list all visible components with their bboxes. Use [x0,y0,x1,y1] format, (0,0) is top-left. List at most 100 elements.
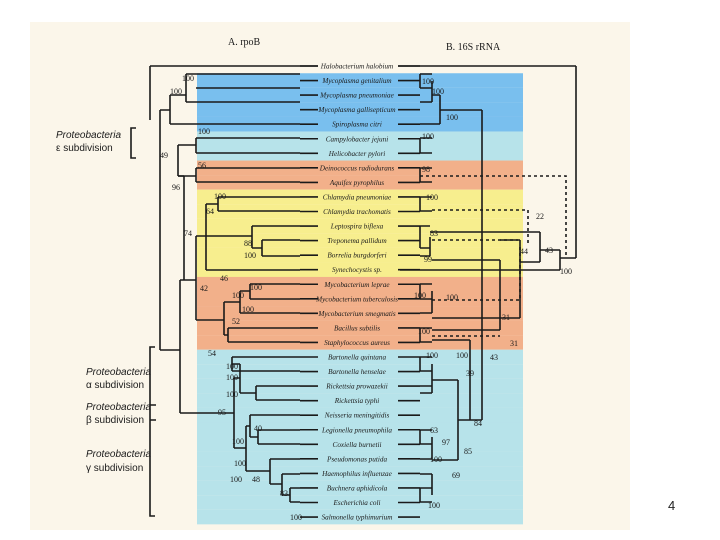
band-row [197,437,523,452]
left-bootstrap-value: 88 [244,239,252,248]
branch [159,109,170,160]
left-bootstrap-value: 100 [232,437,244,446]
taxon-label: Chlamydia trachomatis [323,208,391,216]
group-gamma-line1: Proteobacteria [86,449,151,460]
taxon-label: Mycoplasma gallisepticum [317,106,395,114]
branch [195,167,300,183]
right-bootstrap-value: 97 [442,438,450,447]
branch [149,65,318,120]
left-bootstrap-value: 100 [226,373,238,382]
band-row [197,116,523,132]
taxon-label: Buchnera aphidicola [327,484,388,492]
right-bootstrap-value: 39 [466,369,474,378]
left-bootstrap-value: 100 [242,305,254,314]
taxon-label: Pseudomonas putida [326,455,387,463]
band-row [197,218,523,234]
branch [419,137,432,154]
right-bootstrap-value: 85 [464,447,472,456]
branch [195,235,224,321]
branch [179,279,234,414]
right-bootstrap-value: 100 [432,87,444,96]
band-row [197,378,523,394]
band-row [197,509,523,525]
left-bootstrap-value: 100 [232,291,244,300]
taxon-label: Coxiella burnetii [333,441,382,449]
right-bootstrap-value: 100 [446,113,458,122]
band-row [197,73,523,88]
group-alpha-line2: α subdivision [86,380,144,391]
group-alpha-line1: Proteobacteria [86,367,151,378]
left-bootstrap-value: 46 [220,274,228,283]
band-row [197,349,523,365]
taxon-label: Mycobacterium tuberculosis [315,295,398,303]
right-bootstrap-value: 100 [418,327,430,336]
right-bootstrap-value: 31 [510,339,518,348]
branch [420,175,567,256]
band-row [197,262,523,277]
right-bootstrap-value: 43 [545,246,553,255]
page-number: 4 [668,498,675,513]
taxon-label: Leptospira biflexa [330,223,384,231]
taxon-label: Legionella pneumophila [321,426,392,434]
band-row [197,407,523,423]
band-row [197,233,523,248]
right-bootstrap-value: 100 [422,132,434,141]
taxon-label: Escherichia coli [333,499,381,507]
color-bands [197,73,523,525]
group-epsilon: Proteobacteria ε subdivision [56,127,136,159]
branch [419,196,432,212]
right-bootstrap-value: 100 [426,351,438,360]
right-bootstrap-value: 43 [490,353,498,362]
band-row [197,393,523,408]
left-bootstrap-value: 95 [218,408,226,417]
taxon-label: Haemophilus influenzae [321,470,392,478]
taxon-label: Campylobacter jejuni [326,135,388,143]
branch [432,209,529,246]
band-row [197,276,523,292]
right-bootstrap-value: 84 [474,419,482,428]
left-bootstrap-value: 42 [200,284,208,293]
left-bootstrap-value: 100 [198,127,210,136]
group-epsilon-line2: ε subdivision [56,143,113,154]
left-bootstrap-value: 100 [226,362,238,371]
right-tree-title: B. 16S rRNA [446,42,501,53]
group-gamma-line2: γ subdivision [86,463,143,474]
branch [400,231,561,271]
left-bootstrap-value: 52 [232,317,240,326]
taxon-label: Staphylococcus aureus [324,339,390,347]
left-bootstrap-value: 74 [184,229,192,238]
right-bootstrap-value: 100 [414,291,426,300]
branch [177,144,196,177]
branch [223,301,300,343]
left-bootstrap-value: 64 [206,207,214,216]
right-bootstrap-value: 100 [560,267,572,276]
taxon-label: Mycoplasma pneumoniae [319,92,394,100]
branch [419,356,433,394]
taxon-label: Bartonella quintana [328,354,387,362]
bootstrap-values: 1001004996100567464100881004642100100100… [160,74,572,522]
left-bootstrap-value: 100 [226,390,238,399]
right-bootstrap-value: 100 [430,455,442,464]
left-bootstrap-value: 100 [170,87,182,96]
branch [419,225,431,257]
taxon-label: Bacillus subtilis [334,324,380,332]
taxon-label: Spiroplasma citri [332,121,382,129]
left-bootstrap-value: 100 [230,475,242,484]
left-bootstrap-value: 83 [280,489,288,498]
right-bootstrap-value: 83 [430,229,438,238]
taxon-label: Neisseria meningitidis [324,412,390,420]
band-row [197,87,523,103]
band-row [197,189,523,205]
group-beta-line1: Proteobacteria [86,402,151,413]
band-row [197,102,523,117]
left-bootstrap-value: 56 [198,161,206,170]
tree-branches [149,65,577,518]
left-bootstrap-value: 100 [244,251,256,260]
right-bootstrap-value: 100 [456,351,468,360]
band-row [197,291,523,307]
band-row [197,320,523,336]
band-row [197,306,523,321]
right-bootstrap-value: 100 [428,501,440,510]
band-row [197,131,523,147]
